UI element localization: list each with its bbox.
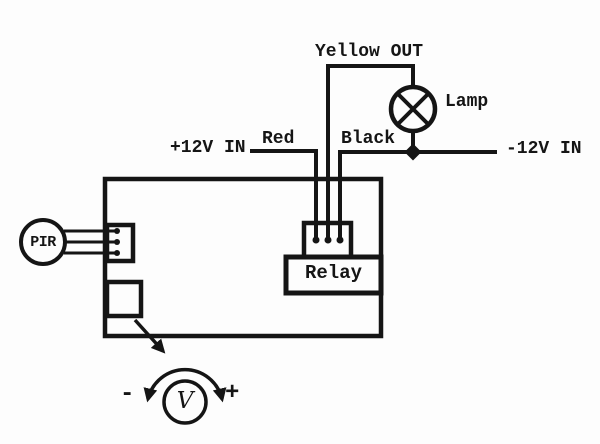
pir-wire-pins	[114, 228, 120, 256]
wire-junction-dot	[404, 143, 422, 161]
yellow-out-label: Yellow OUT	[315, 42, 424, 62]
pir-label: PIR	[30, 234, 56, 251]
adjuster-pointer-arrow	[133, 318, 166, 354]
positive-power-label: +12V IN	[170, 138, 246, 158]
lamp-x-icon	[396, 92, 430, 126]
dial-minus-label: -	[120, 381, 135, 408]
red-wire	[250, 149, 318, 240]
adjuster-box	[104, 279, 144, 319]
dial-meter-label: V	[176, 388, 194, 414]
yellow-wire	[326, 64, 415, 240]
relay-box	[283, 254, 384, 296]
lamp-label: Lamp	[445, 92, 489, 112]
black-wire-label: Black	[341, 129, 396, 149]
black-wire	[338, 150, 497, 240]
adjust-rotation-arc-icon	[143, 367, 227, 403]
dial-plus-label: +	[225, 380, 240, 407]
relay-label: Relay	[304, 262, 362, 284]
pir-connector-box	[104, 222, 136, 264]
red-wire-label: Red	[262, 129, 295, 149]
negative-power-label: -12V IN	[506, 139, 582, 159]
lamp-icon	[388, 84, 438, 134]
